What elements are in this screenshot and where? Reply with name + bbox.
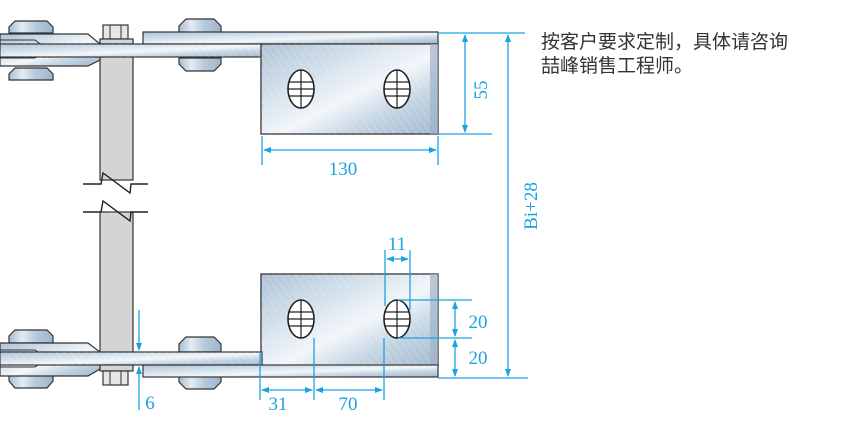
note-line-2: 喆峰销售工程师。	[541, 55, 694, 77]
dim-hole-offset-left: 31	[269, 394, 288, 415]
bolt-head	[99, 364, 134, 386]
dimension-lines	[136, 32, 528, 410]
oval-slot-icon	[383, 299, 411, 339]
dim-plate-length: 130	[329, 159, 358, 180]
bottom-chain-link	[0, 329, 439, 390]
dim-hole-spacing: 70	[339, 394, 358, 415]
top-chain-link	[0, 18, 439, 81]
dim-slot-offset-bottom: 20	[469, 348, 488, 369]
break-line-icon	[83, 171, 148, 223]
oval-slot-icon	[287, 299, 315, 339]
top-attachment-plate	[260, 43, 439, 135]
dim-plate-height: 55	[471, 81, 492, 100]
dim-thickness: 6	[145, 393, 155, 414]
customization-note: 按客户要求定制，具体请咨询 喆峰销售工程师。	[541, 30, 841, 78]
bottom-attachment-plate	[260, 273, 439, 367]
dim-slot-height: 20	[469, 312, 488, 333]
oval-slot-icon	[287, 69, 315, 109]
dim-overall-width: Bi+28	[521, 182, 542, 230]
dim-slot-width: 11	[388, 234, 406, 255]
bolt-head	[99, 24, 134, 45]
pin	[83, 41, 148, 358]
oval-slot-icon	[383, 69, 411, 109]
roller	[8, 20, 54, 81]
note-line-1: 按客户要求定制，具体请咨询	[541, 31, 789, 53]
